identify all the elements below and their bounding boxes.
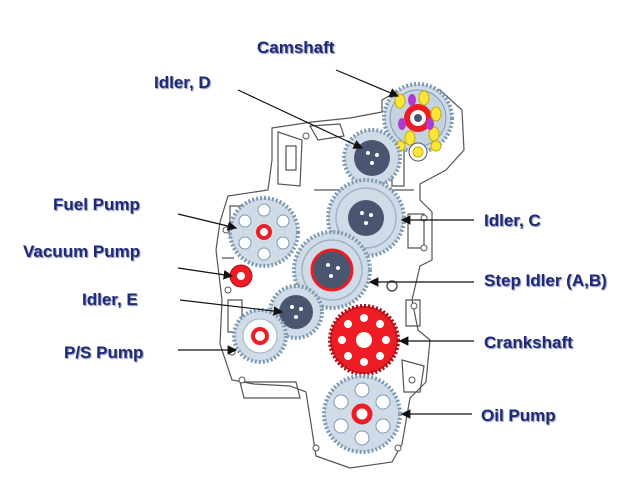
ps-pump-gear <box>232 308 288 364</box>
idler-e-leader <box>179 299 284 316</box>
crankshaft-gear <box>328 304 400 376</box>
fuel-pump-label: Fuel Pump <box>53 195 140 214</box>
vacuum-pump-leader <box>177 267 234 280</box>
crankshaft-label: Crankshaft <box>484 333 573 352</box>
vacuum-pump-gear <box>229 264 253 288</box>
oil-pump-label: Oil Pump <box>481 406 556 425</box>
ps-pump-label: P/S Pump <box>64 343 144 362</box>
step-idler-gear <box>292 230 372 310</box>
idler-e-label: Idler, E <box>82 290 138 309</box>
idler-d-leader <box>237 89 364 149</box>
fuel-pump-gear <box>228 196 300 268</box>
leader-lines <box>177 69 474 419</box>
idler-d-label: Idler, D <box>154 73 211 92</box>
camshaft-label: Camshaft <box>257 38 335 57</box>
idler-c-label: Idler, C <box>484 211 541 230</box>
camshaft-leader <box>335 69 400 98</box>
vacuum-pump-label: Vacuum Pump <box>23 242 141 261</box>
fuel-pump-leader <box>177 213 238 231</box>
camshaft-gear <box>382 82 454 154</box>
step-idler-label: Step Idler (A,B) <box>484 271 607 290</box>
small-fitting <box>386 280 398 292</box>
bolt-holes <box>222 132 428 452</box>
oil-pump-gear <box>322 374 402 454</box>
idler-d-gear <box>342 128 402 188</box>
